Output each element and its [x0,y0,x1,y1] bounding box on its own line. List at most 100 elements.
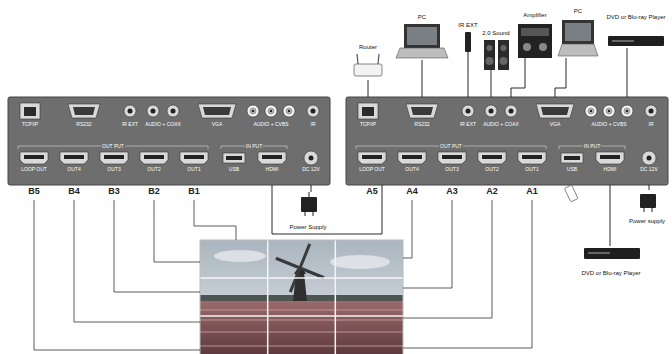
sky [200,240,403,354]
device-node: Router [350,44,386,80]
output-label: A3 [445,187,459,196]
signal-cable [272,185,382,234]
port-label: AUDIO + CVBS [253,122,288,127]
cloud [330,255,390,269]
plug-pin [313,212,314,216]
plug-pin [652,208,653,212]
port-label: IN PUT [583,144,601,149]
output-label: B5 [27,187,41,196]
router-body [354,64,382,76]
player-body [608,36,664,46]
port-label: OUT2 [147,167,160,172]
port-label: IN PUT [245,144,263,149]
port-label: IR [649,122,654,127]
power-brick [301,197,317,212]
usb-stick [564,185,578,202]
laptop-base [396,48,448,58]
bezel-grid [200,240,403,354]
power-adapter-icon [301,192,317,216]
port-label: TCP/IP [22,122,38,127]
port-label: USB [567,167,577,172]
device-label: PC [574,8,582,14]
port-label: DC 12V [640,167,658,172]
signal-cable [610,185,611,246]
power-cable [309,192,310,197]
output-label: B4 [67,187,81,196]
port-row [356,103,657,165]
port-label: OUT2 [485,167,498,172]
output-wire [34,200,200,350]
output-wire [403,200,532,348]
player-icon [608,36,664,46]
output-wire [74,200,200,322]
output-label: A4 [405,187,419,196]
disc-tray [588,252,610,254]
port-label: RS232 [76,122,91,127]
ir-cable [468,52,469,66]
amplifier-body [518,24,552,58]
port-label: OUT PUT [101,144,125,149]
laptop-display [565,23,591,41]
port-label: OUT4 [405,167,418,172]
laptop-display [407,27,437,45]
speaker-cone [500,57,508,65]
controller-panel: TCP/IPRS232IR EXTAUDIO + COAXVGAAUDIO + … [346,97,668,185]
antenna [378,54,379,64]
signal-cable [368,80,369,97]
output-wire [403,200,492,318]
output-wire [194,200,236,240]
device-node: PC [396,14,448,60]
port-label: USB [229,167,239,172]
device-node: Power supply [626,190,668,224]
port-label: OUT3 [445,167,458,172]
device-node: 2.0 Sound [480,30,512,70]
windmill-sails [266,240,334,302]
signal-cable [511,58,525,97]
device-label: PC [418,14,426,20]
port-label: VGA [550,122,561,127]
port-label: IR [311,122,316,127]
laptop-screen [404,24,440,48]
controller-housing [346,97,668,185]
device-node: DVD or Blu-ray Player [578,246,644,276]
amplifier-knob [523,43,531,51]
device-label: DVD or Blu-ray Player [581,270,640,276]
output-wire [403,200,452,288]
device-label: IR EXT [458,22,477,28]
signal-cable [627,48,628,97]
speaker-cone [487,45,493,51]
port-label: OUT1 [525,167,538,172]
video-wall [200,240,403,354]
port-label: HDMI [604,167,617,172]
output-label: B3 [107,187,121,196]
output-label: A5 [365,187,379,196]
cloud [214,250,266,262]
device-label: Router [359,44,377,50]
port-label: AUDIO + COAX [483,122,519,127]
output-label: A2 [485,187,499,196]
port-label: DC 12V [302,167,320,172]
port-label: LOOP OUT [21,167,47,172]
port-label: OUT4 [67,167,80,172]
device-node: Amplifier [515,12,555,58]
sail [276,258,300,268]
port-label: IR EXT [122,122,138,127]
output-label: B1 [187,187,201,196]
sail [300,244,310,268]
signal-cable [468,66,469,97]
device-label: 2.0 Sound [482,30,509,36]
port-label: IR EXT [460,122,476,127]
player-icon [584,248,640,259]
tulip-field [200,301,403,354]
laptop-icon [558,20,598,56]
plug-pin [305,212,306,216]
router-icon [354,54,382,76]
antenna [357,54,358,64]
plug-pin [644,208,645,212]
laptop-screen [562,20,594,44]
amplifier-display [521,28,549,36]
speaker-icon [484,40,509,70]
port-label: VGA [212,122,223,127]
